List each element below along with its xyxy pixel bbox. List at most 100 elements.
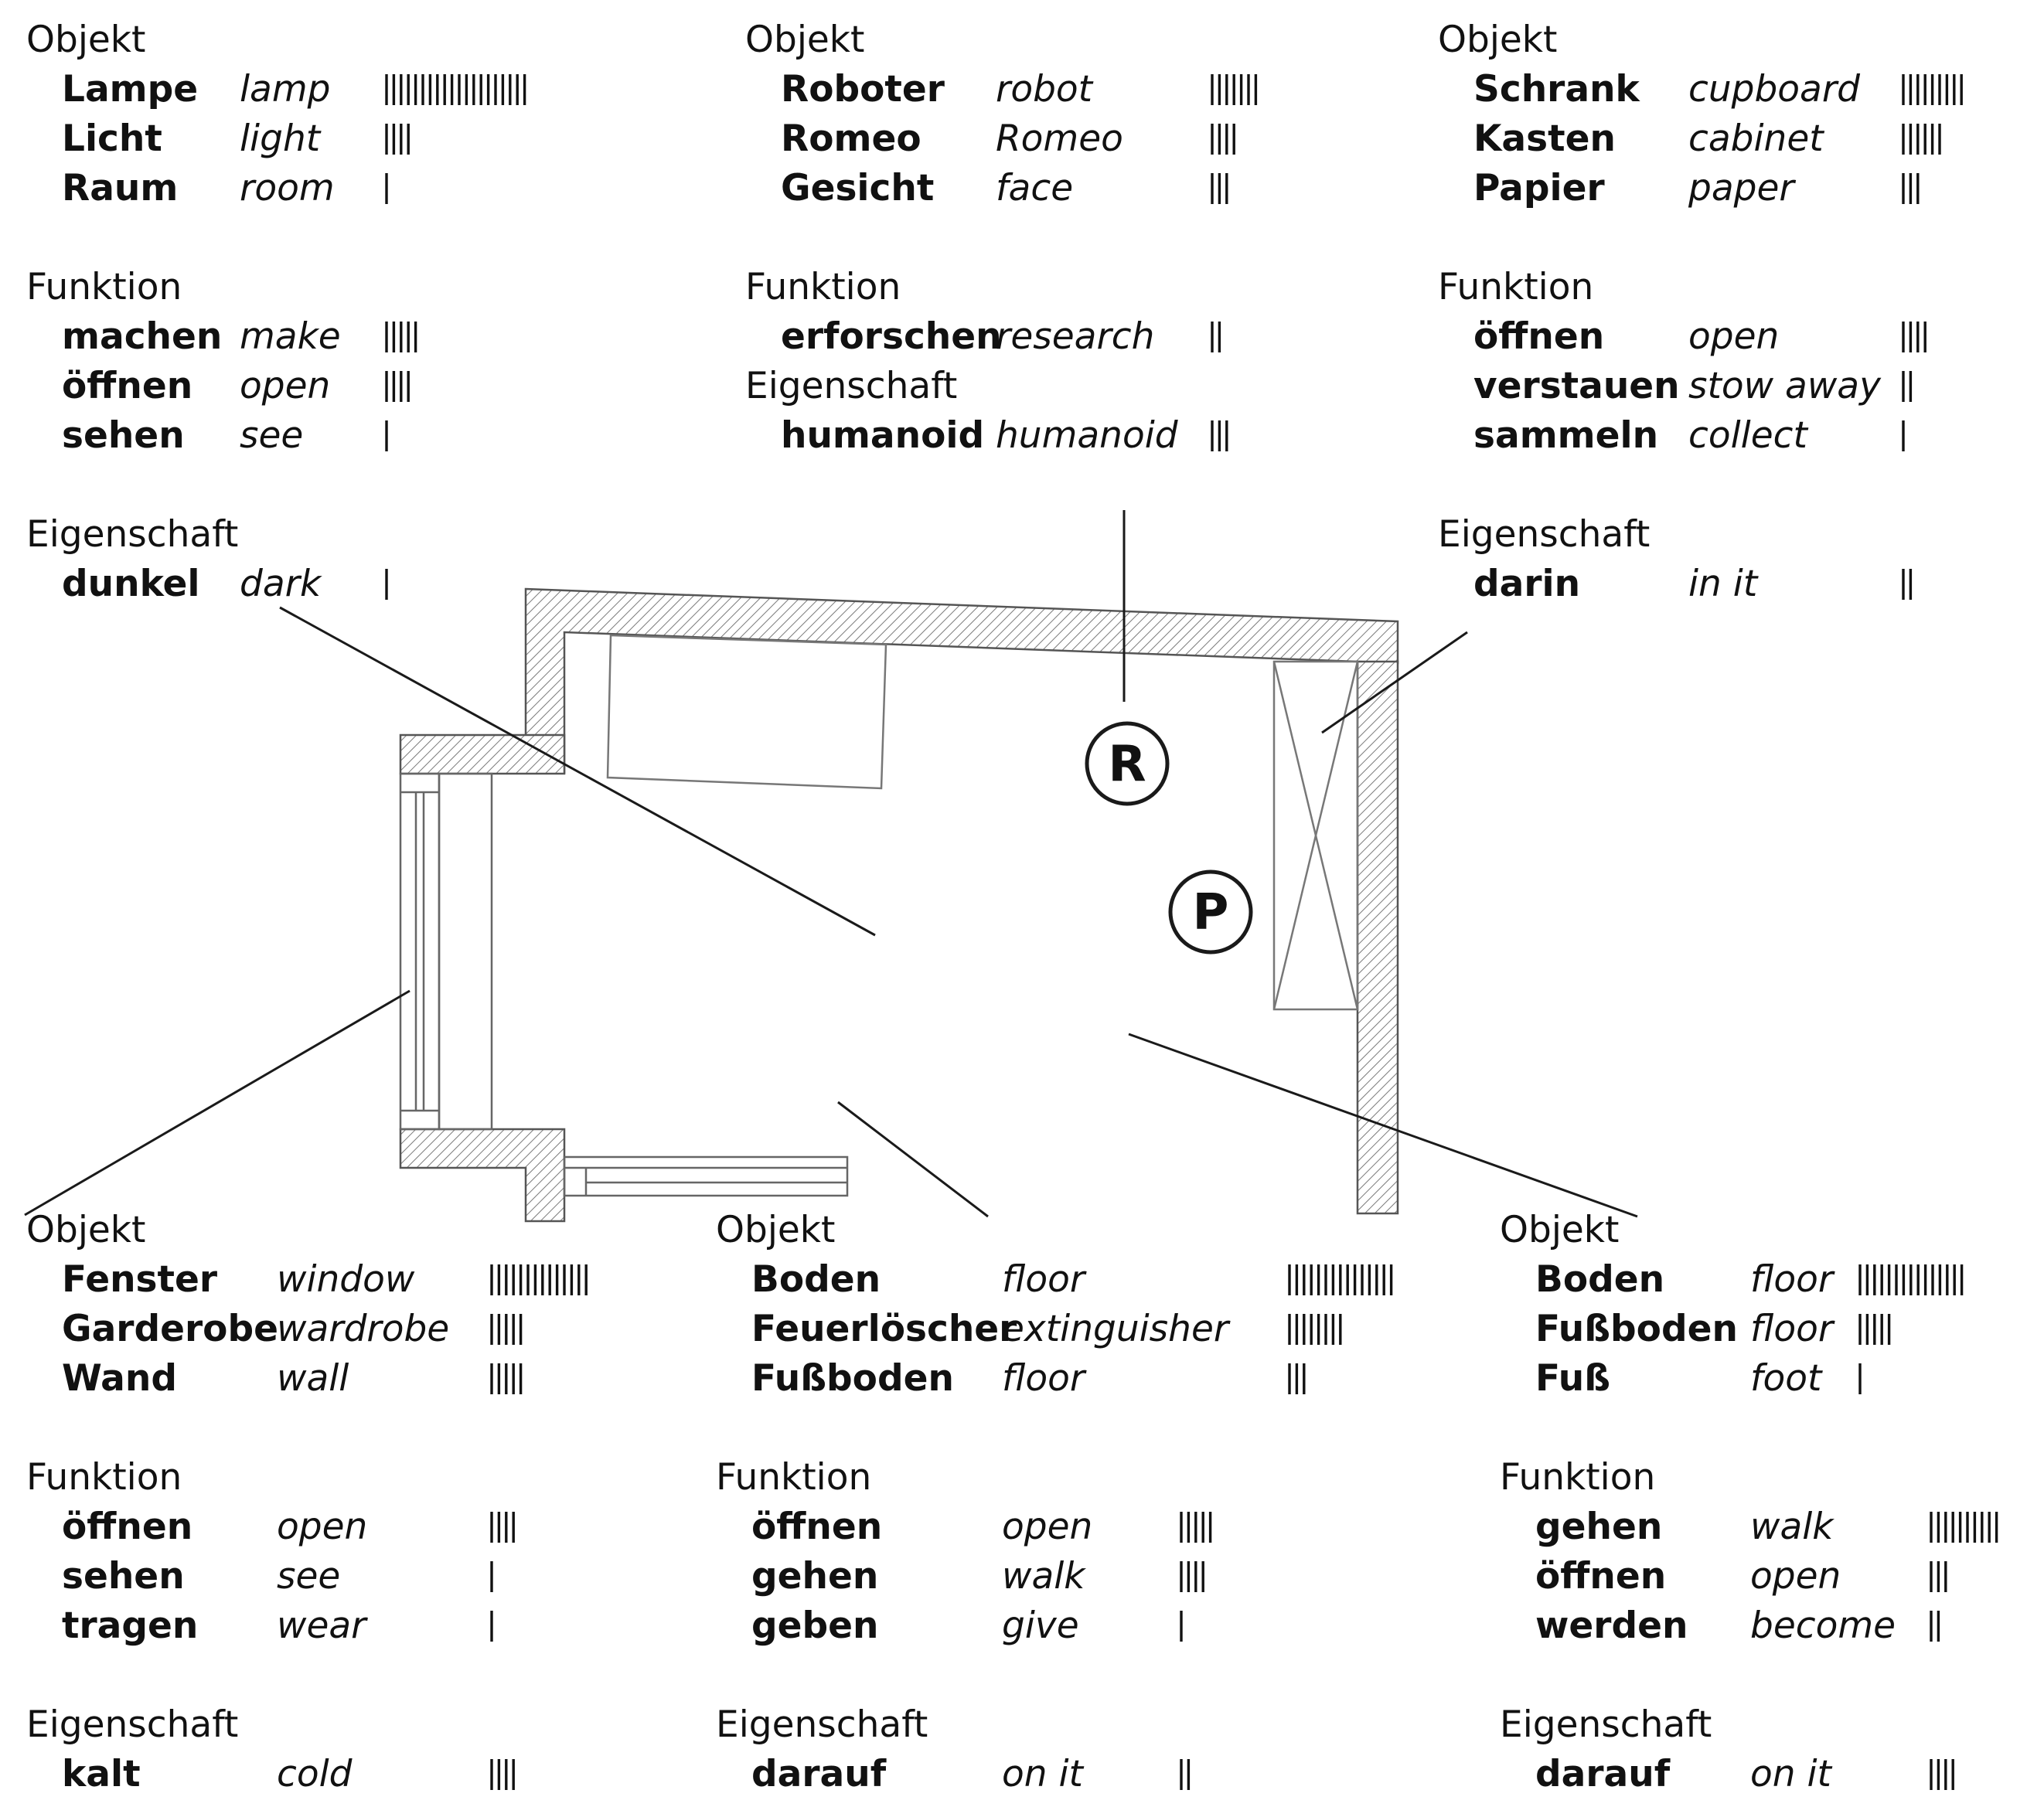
english-term: light <box>240 117 321 160</box>
english-term: floor <box>1002 1357 1085 1400</box>
english-term: robot <box>996 68 1093 111</box>
tally-marks <box>385 74 526 105</box>
german-term: darauf <box>751 1753 887 1795</box>
german-term: Fenster <box>62 1258 218 1301</box>
tally-marks <box>1902 173 1920 204</box>
english-term: on it <box>1750 1753 1831 1795</box>
tally-marks <box>1211 173 1228 204</box>
category-label: Eigenschaft <box>745 365 958 407</box>
category-label: Objekt <box>26 1209 146 1251</box>
german-term: gehen <box>1535 1506 1663 1548</box>
english-term: make <box>240 315 341 358</box>
window <box>399 772 493 1131</box>
german-term: öffnen <box>1473 315 1605 358</box>
german-term: Lampe <box>62 68 199 111</box>
german-term: Fuß <box>1535 1357 1611 1400</box>
english-term: walk <box>1750 1506 1834 1548</box>
english-term: humanoid <box>996 414 1178 457</box>
tally-marks <box>1858 1264 1964 1295</box>
tally-marks <box>1180 1512 1212 1543</box>
english-term: lamp <box>240 68 331 111</box>
tally-marks <box>490 1759 515 1790</box>
german-term: geben <box>751 1605 879 1647</box>
lamp-desk <box>606 634 887 790</box>
tally-marks <box>1211 322 1221 352</box>
german-term: gehen <box>751 1555 879 1598</box>
english-term: Romeo <box>996 117 1123 160</box>
wall-right <box>1356 660 1399 1215</box>
connector-cupboard <box>1321 631 1468 734</box>
tally-marks <box>490 1264 588 1295</box>
category-label: Eigenschaft <box>1438 513 1651 556</box>
tally-marks <box>1930 1611 1940 1642</box>
entry-row: gehen walk <box>1500 1502 1998 1552</box>
german-term: öffnen <box>62 1506 193 1548</box>
german-term: Fußboden <box>1535 1308 1738 1350</box>
person-marker-label: P <box>1193 884 1229 941</box>
german-term: verstauen <box>1473 365 1680 407</box>
connector-floor-right <box>1128 1033 1638 1218</box>
entry-row: Romeo Romeo <box>745 114 1235 164</box>
german-term: Gesicht <box>781 167 935 209</box>
tally-marks <box>490 1561 493 1592</box>
tally-marks <box>1902 569 1913 600</box>
entry-row: Roboter robot <box>745 65 1258 114</box>
german-term: Roboter <box>781 68 945 111</box>
tally-marks <box>1902 371 1913 402</box>
english-term: open <box>1688 315 1780 358</box>
tally-marks <box>1211 74 1258 105</box>
tally-marks <box>1211 124 1235 155</box>
entry-row: Gesicht face <box>745 164 1228 213</box>
german-term: Fußboden <box>751 1357 954 1400</box>
robot-marker: R <box>1085 721 1170 806</box>
german-term: sammeln <box>1473 414 1659 457</box>
german-term: sehen <box>62 414 185 457</box>
tally-marks <box>1930 1512 1998 1543</box>
category-label: Funktion <box>1438 266 1594 308</box>
tally-marks <box>385 322 417 352</box>
english-term: face <box>996 167 1074 209</box>
tally-marks <box>1288 1314 1342 1345</box>
german-term: Romeo <box>781 117 922 160</box>
english-term: open <box>1002 1506 1093 1548</box>
english-term: cabinet <box>1688 117 1824 160</box>
english-term: floor <box>1750 1258 1834 1301</box>
german-term: darauf <box>1535 1753 1671 1795</box>
category-label: Eigenschaft <box>716 1703 928 1746</box>
english-term: wardrobe <box>277 1308 450 1350</box>
english-term: research <box>996 315 1155 358</box>
german-term: werden <box>1535 1605 1688 1647</box>
category-label: Eigenschaft <box>26 1703 239 1746</box>
connector-lamp <box>279 606 876 937</box>
tally-marks <box>1211 420 1228 451</box>
tally-marks <box>1902 420 1905 451</box>
tally-marks <box>1902 322 1926 352</box>
category-label: Objekt <box>1500 1209 1620 1251</box>
tally-marks <box>1180 1759 1191 1790</box>
category-label: Objekt <box>716 1209 836 1251</box>
category-label: Eigenschaft <box>1500 1703 1712 1746</box>
tally-marks <box>385 371 410 402</box>
english-term: give <box>1002 1605 1079 1647</box>
english-term: see <box>277 1555 341 1598</box>
connector-floor-mid <box>837 1101 989 1218</box>
